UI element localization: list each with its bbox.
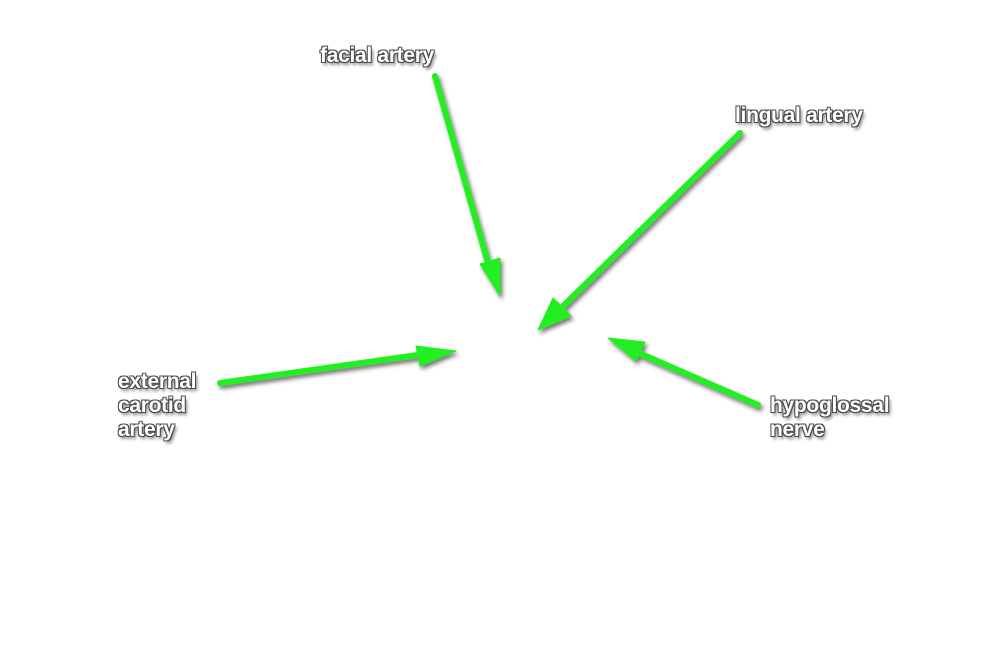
facial-artery-arrow xyxy=(432,73,501,297)
external-carotid-label-line-2: carotid xyxy=(118,394,186,417)
external-carotid-label-line-1: external xyxy=(118,370,197,393)
external-carotid-label-line-3: artery xyxy=(118,418,175,441)
external-carotid-artery-label: external carotid artery xyxy=(118,370,196,442)
external-carotid-artery-arrow xyxy=(217,345,457,386)
hypoglossal-nerve-arrow xyxy=(607,337,761,408)
hypoglossal-nerve-label-line-1: hypoglossal xyxy=(770,394,890,417)
lingual-artery-label-text: lingual artery xyxy=(735,104,863,127)
hypoglossal-nerve-label: hypoglossal nerve xyxy=(770,394,890,442)
facial-artery-label-text: facial artery xyxy=(320,44,435,67)
lingual-artery-arrow xyxy=(537,130,743,331)
facial-artery-label: facial artery xyxy=(320,44,434,68)
lingual-artery-label: lingual artery xyxy=(735,104,863,128)
hypoglossal-nerve-label-line-2: nerve xyxy=(770,418,825,441)
